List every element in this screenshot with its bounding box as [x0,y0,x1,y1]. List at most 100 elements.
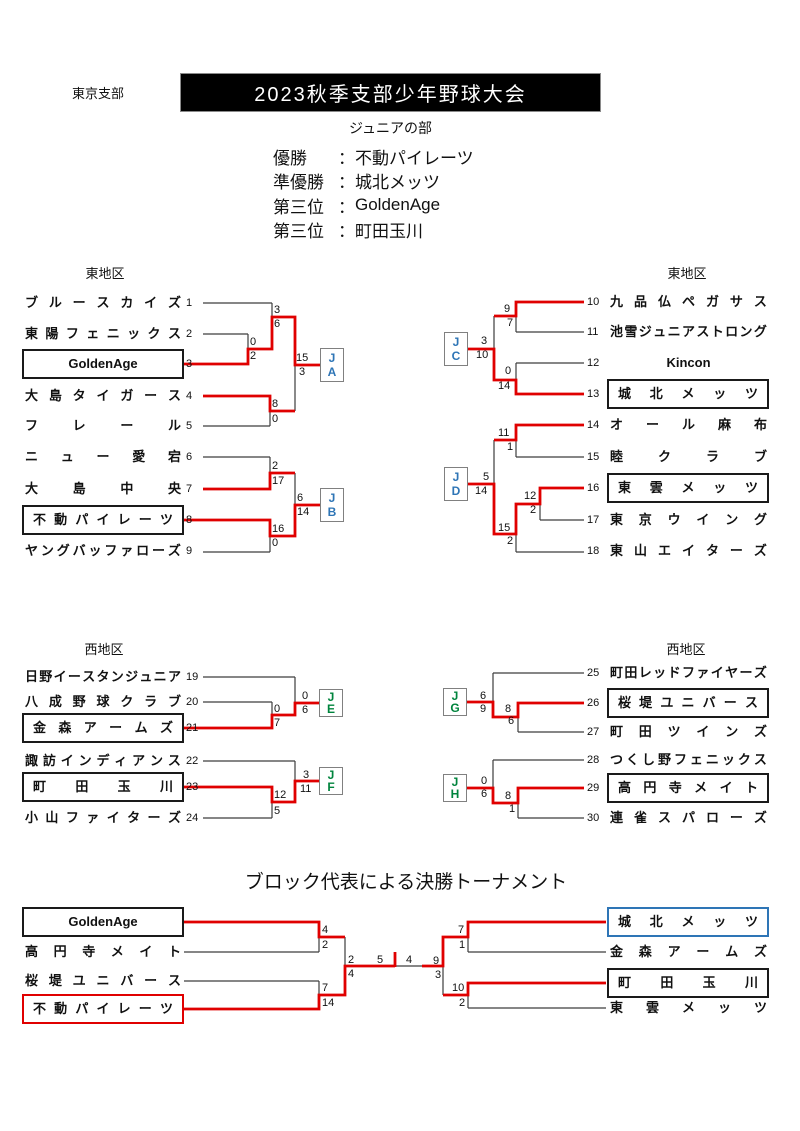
team-name-char: ア [681,324,695,339]
score-label: 0 [272,413,279,425]
game-code-letter-bottom: C [451,349,461,364]
team-name-char: ム [725,944,739,959]
team-name-char: 寺 [82,944,96,959]
team-box: 町田玉川 [22,772,184,802]
seed-number: 24 [186,812,199,824]
team-box: 城北メッツ [607,379,769,409]
team-name-char: 大 [25,388,39,403]
team-name-char: ェ [86,326,100,341]
team-name-char: ア [167,669,181,684]
score-label: 2 [459,997,466,1009]
team-name-char: 野 [657,752,671,767]
team-name-char: フ [65,326,79,341]
team-name-char: 陽 [45,326,59,341]
game-code-letter-bottom: G [450,701,460,716]
team-name: GoldenAge [68,356,138,371]
game-code-letter-bottom: B [327,505,337,520]
score-label: 9 [433,955,440,967]
team-name-char: 桜 [25,973,39,988]
score-label: 9 [480,703,487,715]
team-name-char: イ [681,543,695,558]
team-name-char: ル [48,295,62,310]
team-name-char: 雲 [645,1000,659,1015]
team-name-char: イ [96,1001,110,1016]
score-label: 6 [480,690,487,702]
team-name-char: ー [109,720,123,735]
section-title-east-right: 東地区 [667,266,707,281]
team-name-char: ス [657,810,671,825]
team-name-char: ク [657,449,671,464]
team-name-char: フ [25,418,39,433]
team-name-char: ン [78,753,92,768]
team-name-char: ニ [106,326,120,341]
score-label: 12 [524,490,537,502]
team-name-char: グ [753,512,767,527]
result-row: 第三位：GoldenAge [273,193,440,217]
team-name-char: ッ [713,480,727,495]
team-name-char: ガ [120,388,134,403]
team-box: 不動パイレーツ [22,505,184,535]
team-name-char: 金 [33,720,47,735]
seed-number: 28 [587,754,600,766]
score-label: 11 [300,783,312,795]
team-name-char: ー [67,669,81,684]
team-name: 町田レッドファイヤーズ [610,664,767,682]
score-label: 15 [498,522,511,534]
score-label: 2 [272,460,279,472]
team-name-char: 動 [54,1001,68,1016]
team-name: 東雲メッツ [610,999,767,1017]
team-name-char: ペ [681,294,695,309]
seed-number: 29 [587,782,600,794]
team-name-char: 小 [25,810,39,825]
score-label: 4 [406,954,413,966]
team-name-char: カ [120,295,134,310]
result-rank-label: 優勝 [273,148,307,168]
team-name: 東山エイターズ [610,542,767,560]
team-name-char: ー [72,295,86,310]
score-label: 6 [274,318,281,330]
division-label: ジュニアの部 [348,120,433,136]
team-name-char: 寺 [668,780,682,795]
team-name-char: 不 [33,512,47,527]
team-name: 東雲メッツ [609,479,767,497]
team-name-char: 山 [633,543,647,558]
team-name: 小山ファイターズ [25,809,181,827]
team-name-char: 訪 [42,753,56,768]
team-name-char: ズ [753,724,767,739]
team-name-char: ト [744,780,758,795]
bracket-line [184,964,395,1011]
team-name-char: イ [53,669,67,684]
team-name: ヤングバッファローズ [25,542,181,560]
team-name-char: ジ [125,669,139,684]
game-code-letter-top: J [328,350,336,365]
team-name-char: ス [167,973,181,988]
team-name: 池雪ジュニアストロング [610,323,767,341]
team-name-char: 動 [54,512,68,527]
team-name-char: ー [144,388,158,403]
team-name-char: 連 [610,810,624,825]
team-box: 不動パイレーツ [22,994,184,1024]
team-name-char: く [625,752,639,767]
score-label: 6 [297,492,304,504]
seed-number: 10 [587,296,600,308]
team-name: 連雀スパローズ [610,809,767,827]
team-name: ブルースカイズ [25,294,181,312]
seed-number: 8 [186,514,193,526]
team-name-char: 東 [610,512,624,527]
team-name-char: 田 [638,724,652,739]
team-box: 金森アームズ [22,713,184,743]
bracket-line [422,920,606,968]
team-name-char: フ [65,810,79,825]
team-name-char: 北 [649,386,663,401]
game-code-letter-bottom: E [326,702,335,717]
result-rank-label: 第三位 [273,222,324,242]
team-box: 東雲メッツ [607,473,769,503]
team-name-char: 九 [610,294,624,309]
team-name-char: グ [56,543,70,558]
team-name: 金森アームズ [24,719,182,737]
result-team-value: 町田玉川 [355,222,423,242]
score-label: 4 [322,924,329,936]
team-name-char: 日 [25,669,39,684]
team-name-char: ン [40,543,54,558]
